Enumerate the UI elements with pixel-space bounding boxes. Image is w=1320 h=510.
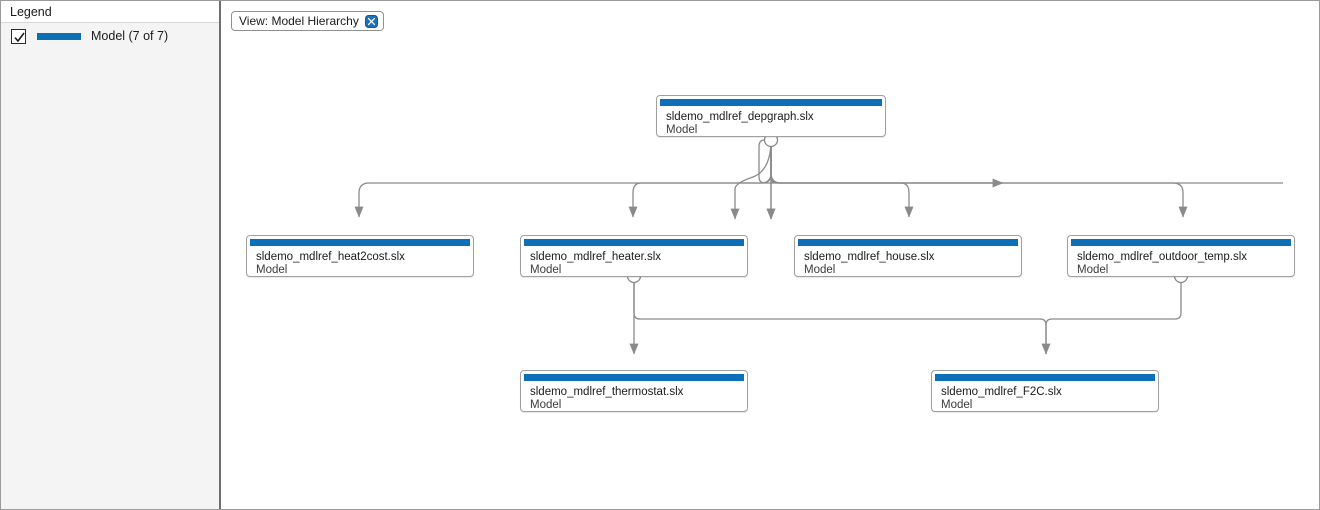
node-accent-bar	[250, 239, 470, 246]
node-type: Model	[804, 264, 836, 276]
node-type: Model	[256, 264, 288, 276]
node-name: sldemo_mdlref_outdoor_temp.slx	[1077, 251, 1248, 263]
node-type: Model	[530, 399, 562, 411]
edge-outdoor-temp-f2c	[1045, 276, 1182, 354]
node-type: Model	[666, 124, 698, 136]
edge-route-heater	[628, 146, 772, 218]
legend-checkbox[interactable]	[11, 29, 26, 44]
node-accent-bar	[524, 239, 744, 246]
legend-color-swatch	[37, 33, 81, 40]
node-accent-bar	[1071, 239, 1291, 246]
node-outdoor-temp[interactable]: sldemo_mdlref_outdoor_temp.slx Model	[1067, 235, 1295, 277]
node-name: sldemo_mdlref_thermostat.slx	[530, 386, 684, 398]
node-depgraph[interactable]: sldemo_mdlref_depgraph.slx Model	[656, 95, 886, 137]
legend-item-model[interactable]: Model (7 of 7)	[1, 27, 219, 49]
legend-title: Legend	[10, 5, 52, 19]
checkmark-icon	[14, 32, 25, 43]
node-name: sldemo_mdlref_house.slx	[804, 251, 935, 263]
node-accent-bar	[798, 239, 1018, 246]
graph-node-layer: sldemo_mdlref_depgraph.slx Model sldemo_…	[223, 1, 1319, 509]
node-thermostat[interactable]: sldemo_mdlref_thermostat.slx Model	[520, 370, 748, 412]
node-type: Model	[1077, 264, 1109, 276]
node-accent-bar	[660, 99, 882, 106]
graph-edge-layer	[354, 132, 1283, 355]
node-type: Model	[530, 264, 562, 276]
node-f2c[interactable]: sldemo_mdlref_F2C.slx Model	[931, 370, 1159, 412]
node-name: sldemo_mdlref_depgraph.slx	[666, 111, 814, 123]
edge-route-house	[770, 146, 914, 218]
view-filter-chip[interactable]: View: Model Hierarchy	[231, 11, 384, 31]
legend-header: Legend	[1, 1, 219, 23]
view-chip-label: View: Model Hierarchy	[239, 14, 359, 28]
close-icon[interactable]	[364, 14, 378, 28]
node-name: sldemo_mdlref_heater.slx	[530, 251, 662, 263]
node-accent-bar	[524, 374, 744, 381]
node-heat2cost[interactable]: sldemo_mdlref_heat2cost.slx Model	[246, 235, 474, 277]
node-accent-bar	[935, 374, 1155, 381]
node-name: sldemo_mdlref_heat2cost.slx	[256, 251, 405, 263]
edge-depgraph-heat2cost	[730, 139, 772, 220]
node-heater[interactable]: sldemo_mdlref_heater.slx Model	[520, 235, 748, 277]
node-type: Model	[941, 399, 973, 411]
graph-canvas[interactable]: View: Model Hierarchy	[223, 1, 1319, 509]
node-house[interactable]: sldemo_mdlref_house.slx Model	[794, 235, 1022, 277]
node-name: sldemo_mdlref_F2C.slx	[941, 386, 1062, 398]
legend-panel: Legend Model (7 of 7)	[1, 1, 221, 509]
legend-item-label: Model (7 of 7)	[91, 29, 169, 43]
